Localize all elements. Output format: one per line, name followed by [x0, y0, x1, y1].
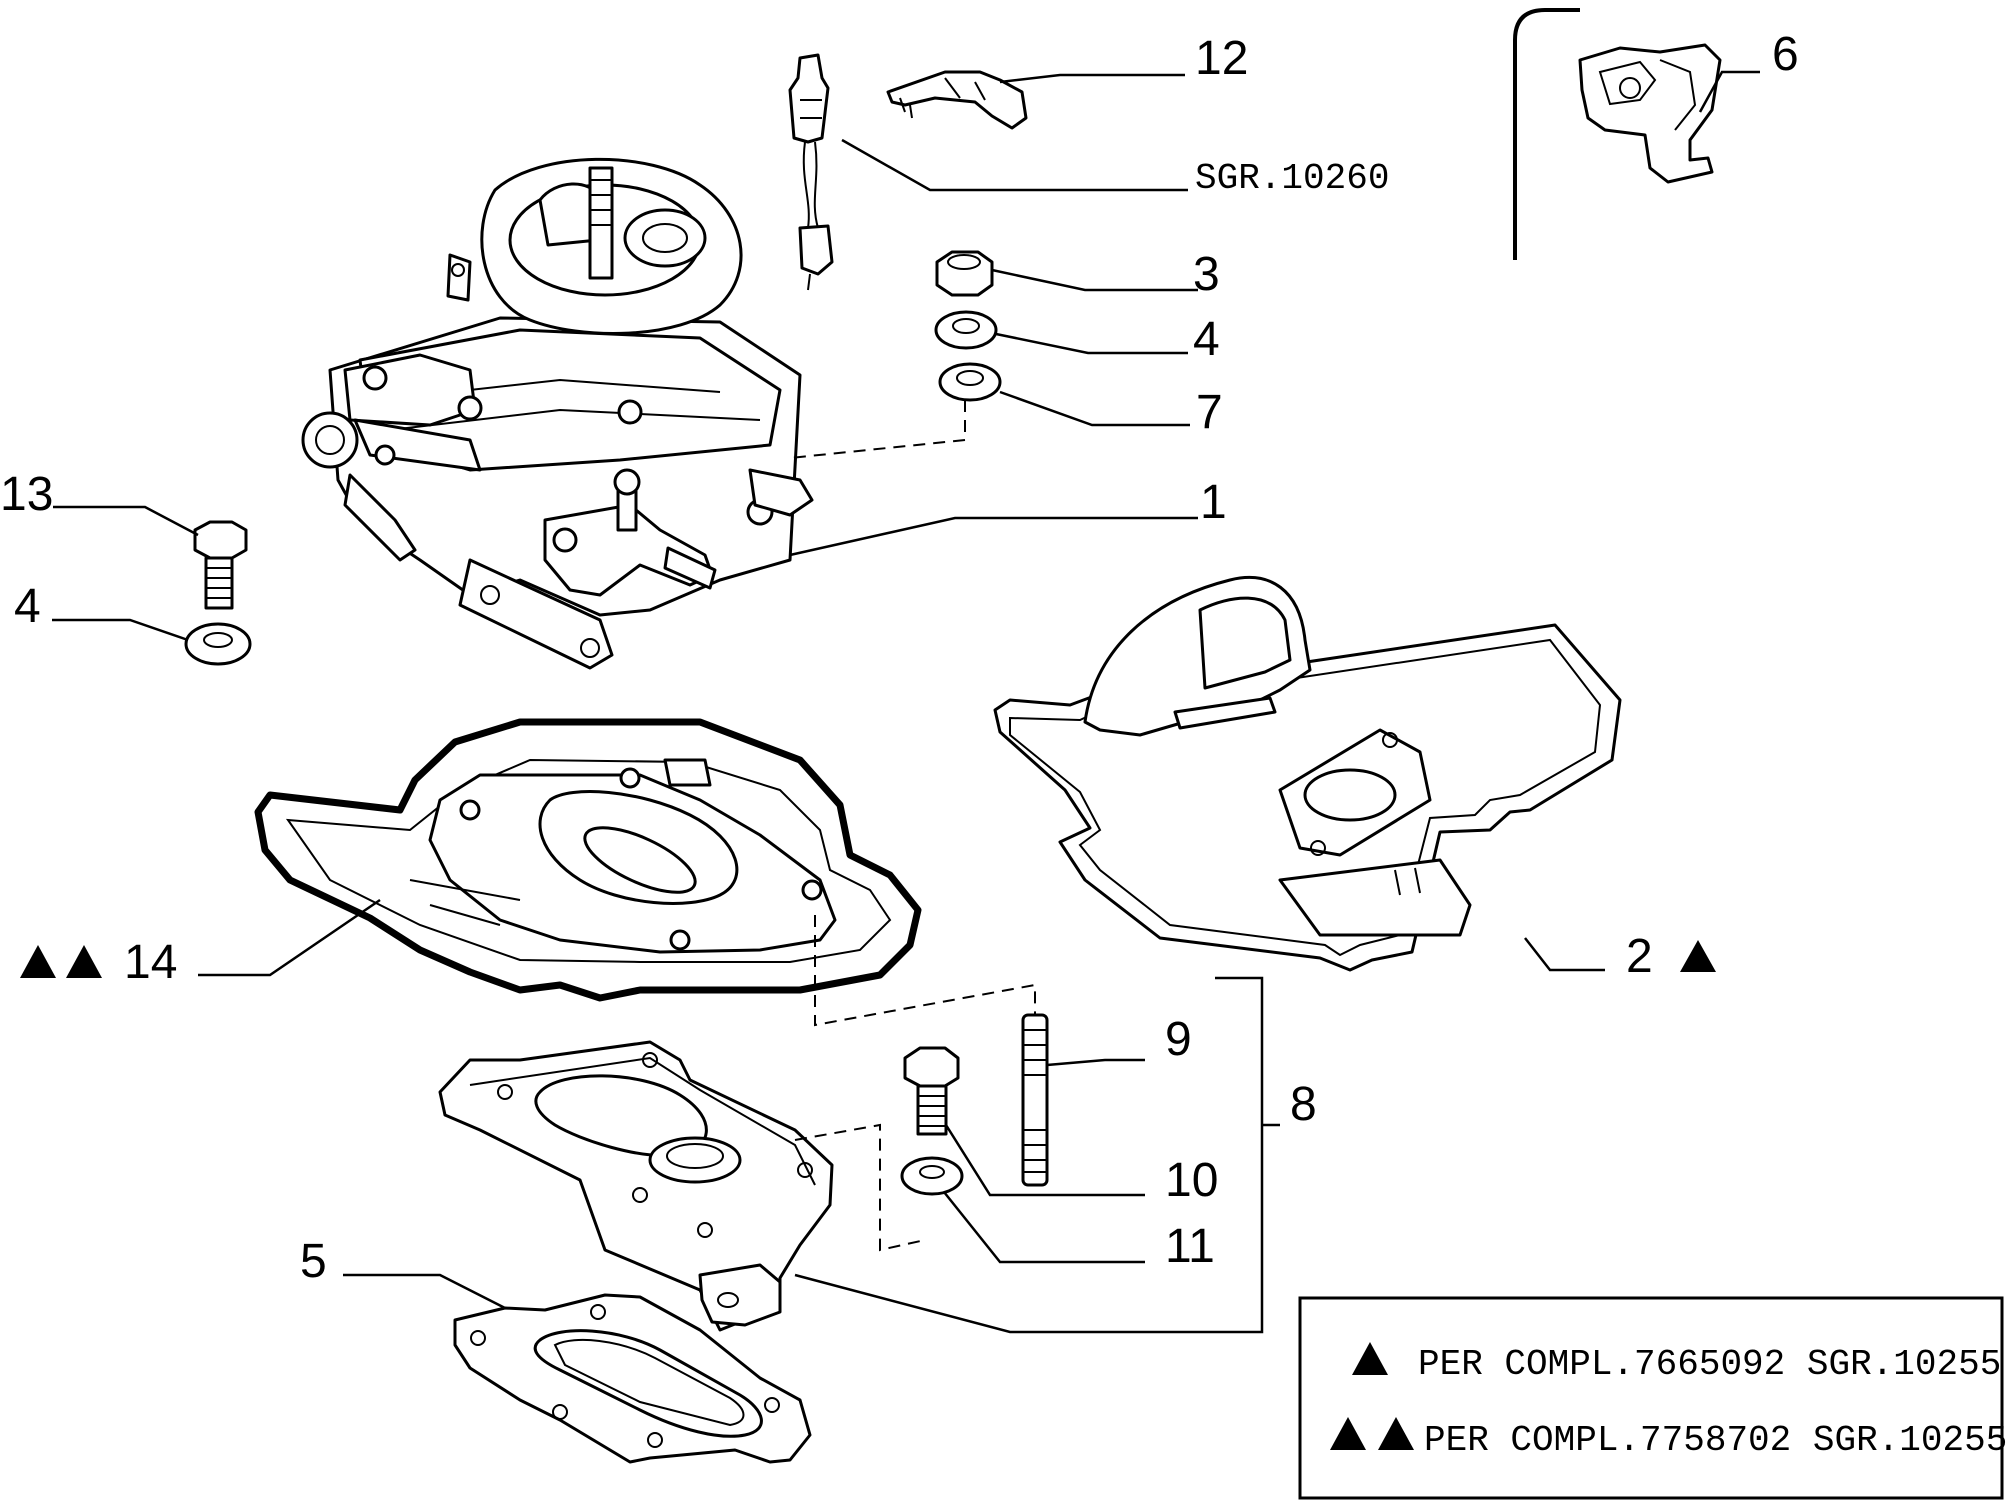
part-12-bracket	[886, 70, 1028, 130]
leader-6	[1698, 70, 1760, 113]
callout-6: 6	[1772, 28, 1799, 81]
legend-frame	[1298, 1296, 2004, 1500]
part-10-bolt	[903, 1046, 960, 1136]
callout-1: 1	[1200, 476, 1227, 529]
callout-12: 12	[1195, 32, 1248, 85]
leader-8-bracket	[794, 976, 1264, 1334]
part-13-bolt	[193, 520, 248, 610]
callout-4-left: 4	[14, 580, 41, 633]
triangle-marker-icon	[20, 945, 56, 978]
callout-11: 11	[1165, 1220, 1215, 1273]
callout-4-top: 4	[1193, 313, 1220, 366]
leader-7-dash	[789, 400, 966, 459]
dash-8-washer	[794, 1123, 926, 1252]
part-14-heat-shield	[254, 718, 922, 1002]
leader-9	[1046, 1058, 1145, 1067]
leader-13	[53, 505, 199, 537]
legend-row-1: PER COMPL.7665092 SGR.10255	[1418, 1344, 2001, 1385]
dash-14-stud	[814, 915, 1036, 1027]
part-11-washer	[900, 1156, 964, 1196]
callout-sgr-10260: SGR.10260	[1195, 158, 1389, 199]
part-8-spacer	[438, 1040, 834, 1332]
callout-14: 14	[124, 936, 177, 989]
legend-box: PER COMPL.7665092 SGR.10255 PER COMPL.77…	[1298, 1296, 2007, 1500]
part-5-gasket	[453, 1293, 812, 1464]
leader-1	[789, 516, 1198, 557]
triangle-marker-icon	[66, 945, 102, 978]
callout-9: 9	[1165, 1013, 1192, 1066]
callout-2: 2	[1626, 930, 1653, 983]
leader-sgr	[841, 138, 1188, 192]
callout-13: 13	[0, 468, 53, 521]
part-4-washer-top	[934, 310, 998, 350]
leader-7	[999, 390, 1190, 427]
callout-5: 5	[300, 1235, 327, 1288]
legend-row-2: PER COMPL.7758702 SGR.10255	[1424, 1420, 2007, 1461]
leader-4-top	[995, 332, 1188, 355]
triangle-marker-icon	[1330, 1417, 1366, 1450]
leader-10	[944, 1124, 1145, 1197]
callout-7: 7	[1196, 386, 1223, 439]
inset-frame	[1513, 8, 1580, 260]
part-6-clip	[1578, 43, 1722, 184]
triangle-marker-icon	[1352, 1342, 1388, 1375]
part-1-carburettor	[301, 157, 814, 670]
callout-14-group: 14	[20, 936, 177, 989]
part-4-washer-left	[184, 622, 252, 666]
part-7-washer	[938, 362, 1002, 402]
callout-2-group: 2	[1626, 930, 1716, 983]
leader-5	[343, 1273, 506, 1310]
callout-8: 8	[1290, 1078, 1317, 1131]
callout-10: 10	[1165, 1154, 1218, 1207]
leader-3	[991, 268, 1198, 292]
part-3-nut	[935, 250, 994, 297]
triangle-marker-icon	[1680, 940, 1716, 972]
part-2-tray	[993, 576, 1622, 972]
leader-2	[1524, 937, 1605, 972]
leader-11	[943, 1191, 1145, 1264]
callout-3: 3	[1193, 248, 1220, 301]
sensor-harness	[788, 53, 834, 291]
leader-14	[198, 898, 381, 977]
leader-4-left	[52, 618, 189, 642]
part-9-stud	[1021, 1013, 1049, 1187]
triangle-marker-icon	[1378, 1417, 1414, 1450]
leader-12	[999, 73, 1185, 84]
